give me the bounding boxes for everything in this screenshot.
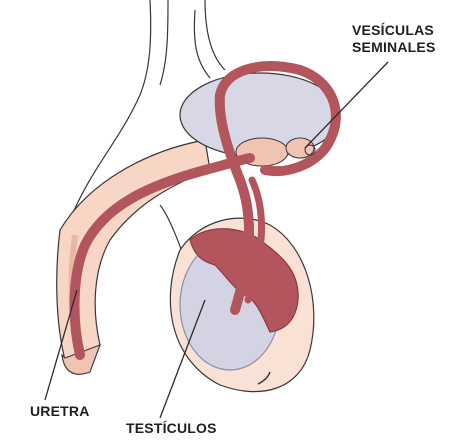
label-vesiculas-seminales-line1: VESÍCULAS bbox=[352, 23, 434, 38]
label-uretra: URETRA bbox=[30, 404, 90, 419]
label-testiculos: TESTÍCULOS bbox=[126, 421, 217, 436]
label-vesiculas-seminales-line2: SEMINALES bbox=[352, 40, 435, 55]
